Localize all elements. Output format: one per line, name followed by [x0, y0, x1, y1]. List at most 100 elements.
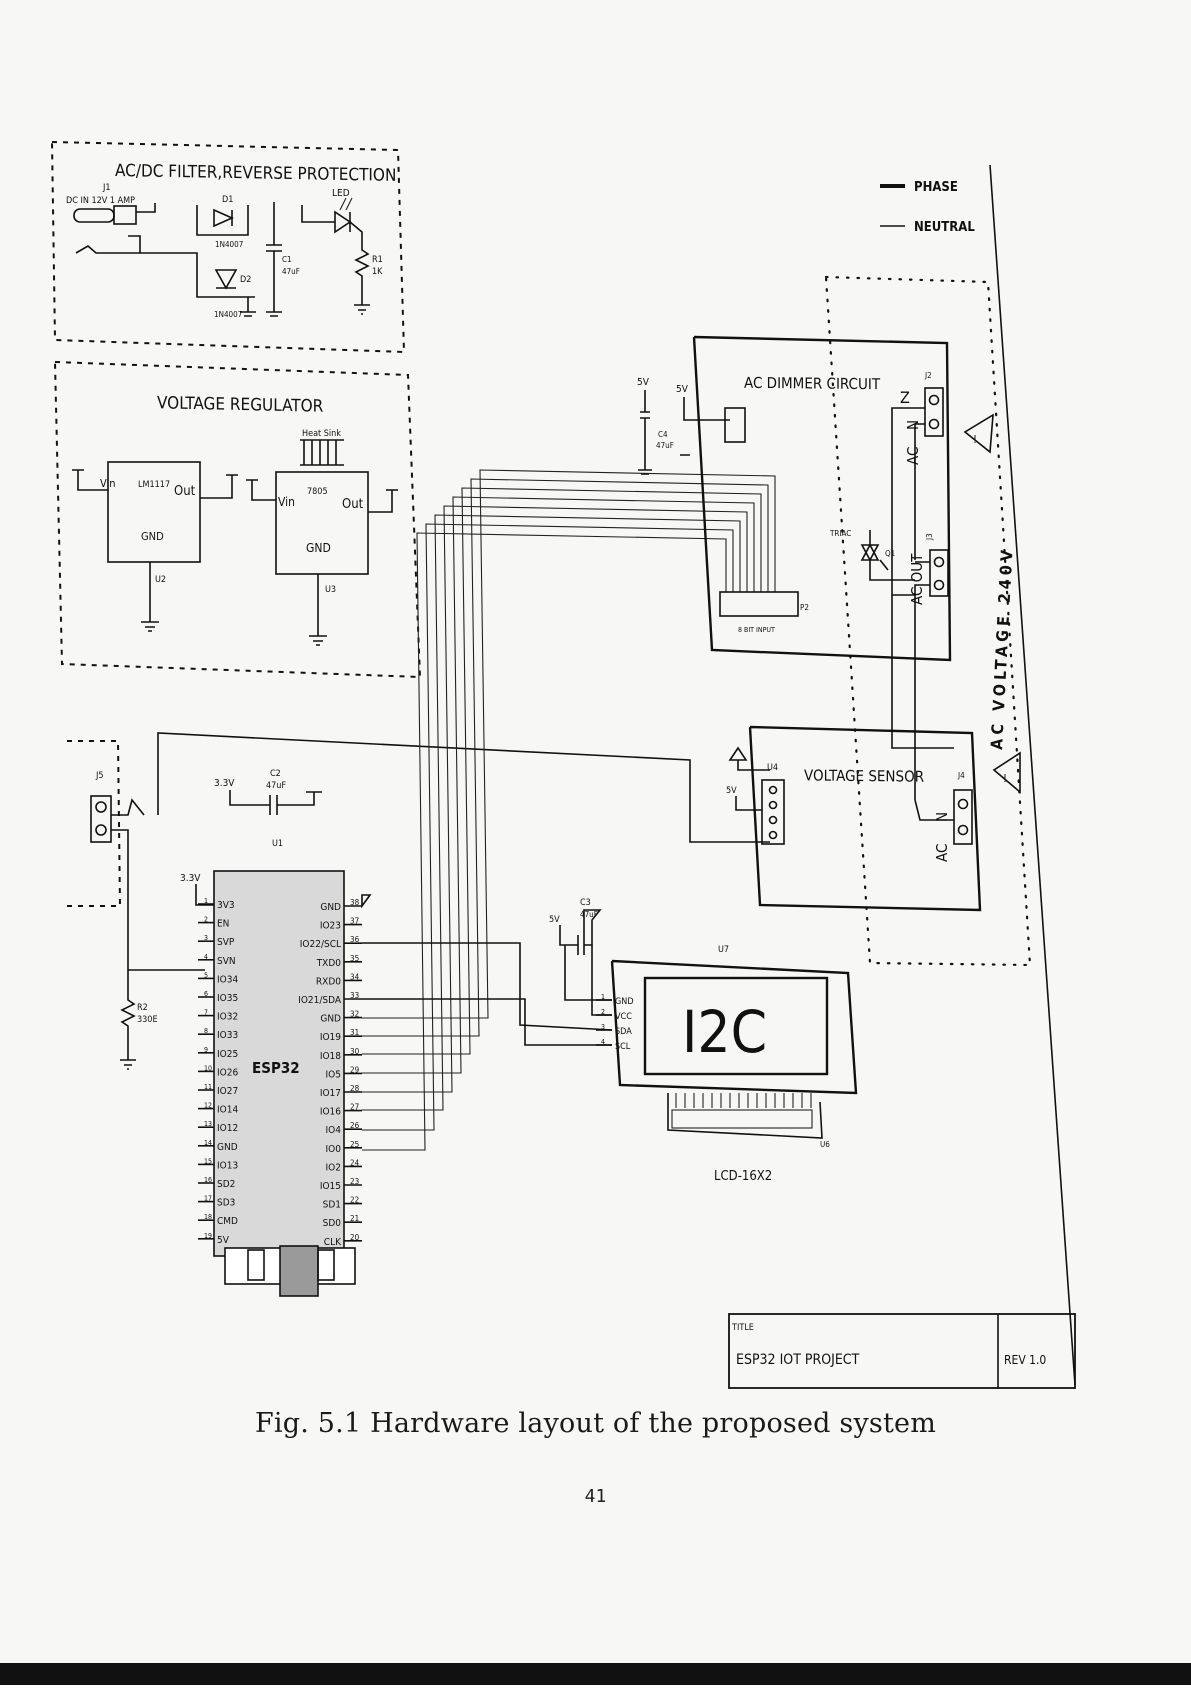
lcd16-ref: U6: [820, 1140, 830, 1149]
esp32-left-pin-number: 2: [204, 916, 208, 924]
lcd-display-text: I2C: [682, 998, 767, 1066]
sensor-ac-label: AC: [933, 844, 951, 862]
title-block-title: ESP32 IOT PROJECT: [736, 1352, 860, 1368]
diode2-ref: D2: [240, 275, 251, 285]
esp32-right-pin-label: IO15: [320, 1181, 341, 1192]
ac-dc-filter-title: AC/DC FILTER,REVERSE PROTECTION: [115, 161, 396, 186]
legend-neutral: NEUTRAL: [914, 220, 975, 235]
esp32-right-pin-number: 29: [350, 1065, 360, 1074]
voltage-regulator-block: VOLTAGE REGULATOR Vin LM1117 Out GND U2 …: [54, 361, 422, 679]
reg1-vin: Vin: [100, 477, 116, 490]
resistor1-value: 1K: [372, 267, 383, 277]
esp32-left-pin-number: 6: [204, 990, 208, 998]
esp32-left-pin-label: SVP: [217, 937, 235, 948]
esp32-left-pin-number: 11: [204, 1083, 212, 1091]
esp32-left-pin-label: CMD: [217, 1216, 238, 1227]
esp32-right-pin-number: 25: [350, 1140, 359, 1149]
esp32-right-pin-label: IO19: [320, 1032, 341, 1043]
esp32-right-pin-label: IO16: [320, 1107, 341, 1118]
reg2-ref: U3: [325, 585, 336, 595]
voltage-regulator-title: VOLTAGE REGULATOR: [157, 393, 324, 416]
figure-caption: Fig. 5.1 Hardware layout of the proposed…: [254, 1408, 937, 1439]
esp32-right-pin-label: IO17: [320, 1088, 341, 1099]
ac-dc-filter-block: AC/DC FILTER,REVERSE PROTECTION DC IN 12…: [51, 141, 406, 354]
dimmer-z-label: Z: [900, 388, 910, 407]
page-number: 41: [584, 1486, 607, 1507]
lcd-ref: U7: [718, 945, 729, 955]
cap4-ref: C4: [658, 430, 668, 439]
cap3-value: 47uF: [580, 910, 598, 919]
reg2-out: Out: [342, 497, 364, 512]
sensor-ref: U4: [767, 763, 778, 773]
lcd-pin-label: SCL: [615, 1042, 631, 1052]
cap3-ref: C3: [580, 898, 591, 908]
lcd-header-pins: [675, 1093, 812, 1108]
legend: PHASE NEUTRAL: [880, 180, 975, 235]
svg-text:!: !: [973, 433, 977, 446]
sensor-supply: 5V: [726, 786, 737, 796]
dimmer-supply-b: 5V: [676, 384, 689, 395]
esp32-left-pin-label: IO34: [217, 974, 238, 985]
esp32-right-pin-number: 20: [350, 1233, 360, 1242]
esp32-left-pin-label: IO35: [217, 993, 238, 1004]
esp32-right-pin-number: 21: [350, 1214, 359, 1223]
esp32-right-pin-label: GND: [320, 902, 341, 913]
warning-triangle-top-icon: !: [963, 413, 994, 454]
lcd-pin-label: VCC: [615, 1012, 632, 1022]
esp32-right-pin-number: 31: [350, 1028, 359, 1037]
esp32-left-pin-label: IO25: [217, 1049, 238, 1060]
esp32-supply: 3.3V: [180, 873, 201, 884]
reg1-ref: U2: [155, 575, 166, 585]
esp32-right-pin-label: IO22/SCL: [300, 939, 341, 950]
ac-voltage-label: AC VOLTAGE 240V: [987, 546, 1017, 751]
esp32-left-pin-label: IO13: [217, 1160, 238, 1171]
esp32-right-pin-label: IO0: [326, 1144, 342, 1155]
esp32-right-pin-label: TXD0: [316, 958, 342, 969]
esp32-left-pins: 3V31EN2SVP3SVN4IO345IO356IO327IO338IO259…: [198, 897, 238, 1246]
lcd16-name: LCD-16X2: [714, 1169, 772, 1184]
triac-label: TRIAC: [829, 529, 851, 538]
triac-ref: Q1: [885, 549, 895, 558]
voltage-sensor-title: VOLTAGE SENSOR: [804, 766, 924, 785]
cap4-value: 47uF: [656, 441, 674, 450]
esp32-right-pin-number: 37: [350, 917, 359, 926]
esp32-left-pin-number: 13: [204, 1120, 212, 1128]
esp32-left-pin-label: SD2: [217, 1179, 235, 1190]
reg2-gnd: GND: [306, 541, 331, 555]
esp32-right-pin-number: 35: [350, 954, 359, 963]
svg-text:!: !: [1003, 772, 1007, 785]
esp32-left-pin-number: 14: [204, 1139, 212, 1147]
esp32-left-pin-number: 9: [204, 1046, 208, 1054]
lcd-supply: 5V: [549, 915, 560, 925]
esp32-left-pin-number: 19: [204, 1232, 212, 1240]
sensor-n-label: N: [933, 812, 951, 822]
esp32-right-pin-label: IO4: [326, 1125, 342, 1136]
esp32-right-pin-label: SD1: [323, 1200, 341, 1211]
cap1-value: 47uF: [282, 267, 300, 276]
esp32-ref: U1: [272, 839, 283, 849]
lcd-pin-number: 1: [601, 993, 605, 1001]
esp32-left-pin-label: IO12: [217, 1123, 238, 1134]
diode2-part: 1N4007: [214, 310, 242, 319]
dimmer-ac-label: AC: [904, 447, 922, 465]
esp32-left-pin-number: 5: [204, 971, 208, 979]
esp32-cap-supply: 3.3V: [214, 778, 235, 789]
esp32-left-pin-number: 1: [204, 897, 208, 905]
esp32-right-pin-number: 33: [350, 991, 359, 1000]
lcd-pin-label: SDA: [615, 1027, 632, 1037]
esp32-right-pin-number: 34: [350, 972, 360, 981]
resistor1-ref: R1: [372, 255, 383, 265]
esp32-left-pin-number: 17: [204, 1195, 212, 1203]
esp32-right-pin-number: 26: [350, 1121, 360, 1130]
scan-edge-bar: [0, 1663, 1191, 1685]
reg2-part: 7805: [307, 487, 328, 497]
esp32-right-pin-label: SD0: [323, 1218, 342, 1229]
reg1-part: LM1117: [138, 480, 170, 490]
esp32-right-pin-number: 36: [350, 935, 360, 944]
esp32-right-pin-label: IO23: [320, 921, 341, 932]
j5-connector: J5 R2 330E: [66, 732, 770, 1070]
